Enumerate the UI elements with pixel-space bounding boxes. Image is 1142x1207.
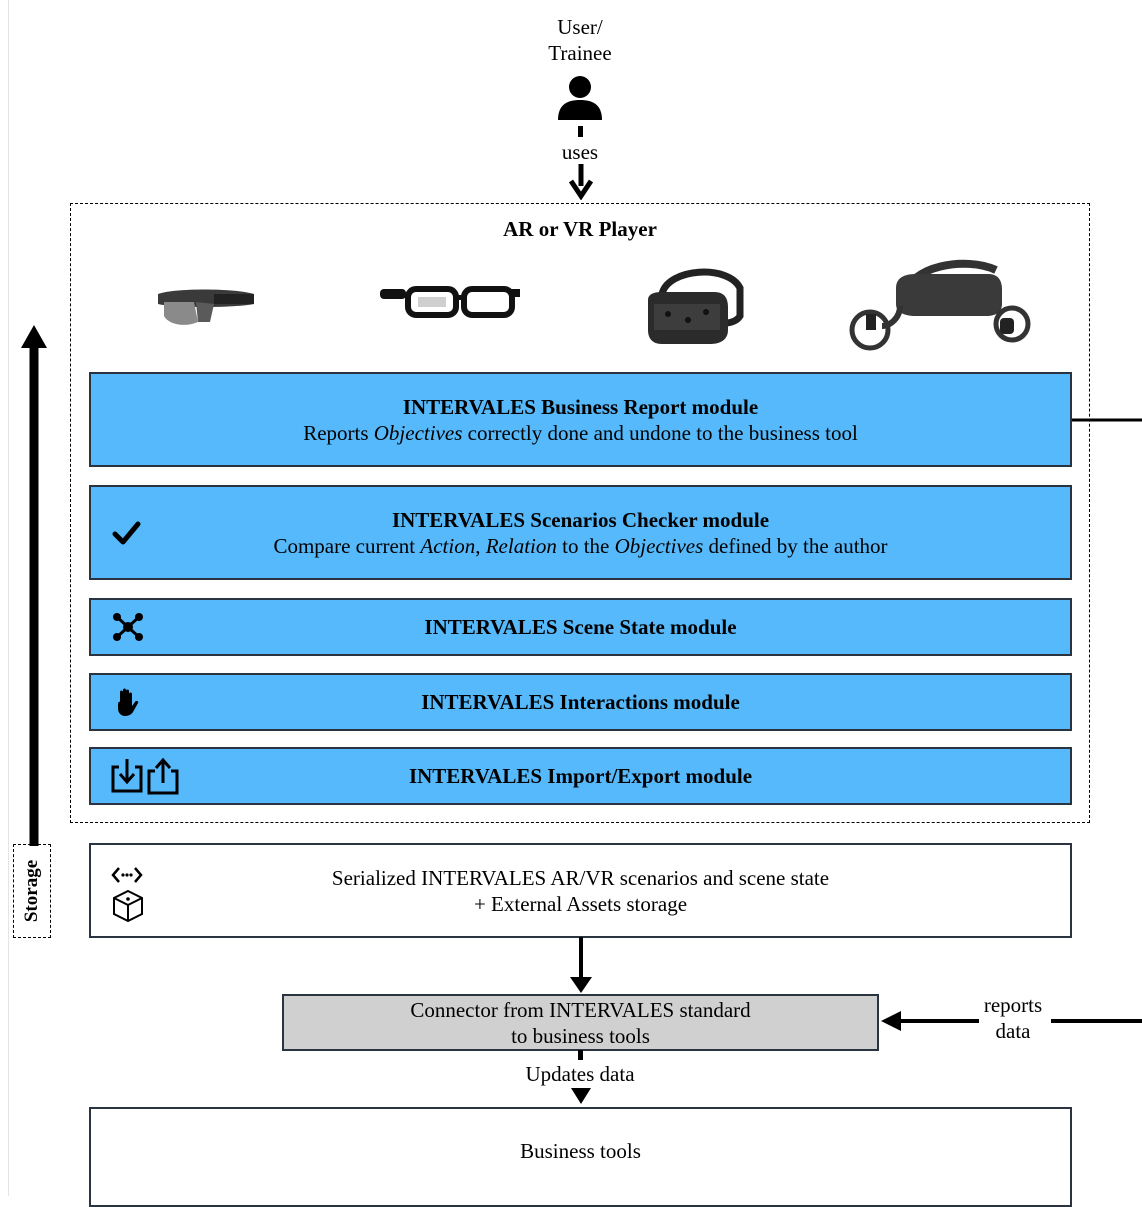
checkmark-icon bbox=[111, 520, 141, 546]
ar-vr-player-frame bbox=[70, 203, 1090, 823]
import-export-module: INTERVALES Import/Export module bbox=[89, 747, 1072, 805]
uses-connector-top bbox=[578, 126, 583, 137]
connector-line1: Connector from INTERVALES standard bbox=[410, 997, 751, 1022]
updates-data-label: Updates data bbox=[525, 1062, 635, 1086]
business-report-right-line bbox=[1072, 418, 1142, 422]
scenarios-checker-title: INTERVALES Scenarios Checker module bbox=[391, 507, 770, 532]
import-export-icons bbox=[109, 757, 181, 795]
storage-to-connector-arrow bbox=[570, 937, 592, 993]
storage-up-arrow bbox=[21, 325, 47, 846]
interactions-module: INTERVALES Interactions module bbox=[89, 673, 1072, 731]
cube-icon bbox=[113, 889, 143, 923]
storage-box: Serialized INTERVALES AR/VR scenarios an… bbox=[89, 843, 1072, 938]
storage-tag-label: Storage bbox=[21, 859, 43, 923]
export-icon bbox=[147, 757, 179, 795]
storage-tag: Storage bbox=[13, 844, 51, 938]
storage-line1: Serialized INTERVALES AR/VR scenarios an… bbox=[331, 865, 830, 890]
business-tools-box: Business tools bbox=[89, 1107, 1072, 1207]
user-label: User/ Trainee bbox=[548, 15, 612, 65]
smart-glasses-icon bbox=[380, 286, 520, 318]
reports-data-label: reports data bbox=[983, 993, 1043, 1043]
scenarios-desc-3: , bbox=[475, 533, 486, 558]
storage-line2: + External Assets storage bbox=[473, 891, 688, 916]
scenarios-checker-module: INTERVALES Scenarios Checker module Comp… bbox=[89, 485, 1072, 580]
scenarios-desc-action: Action bbox=[420, 533, 476, 558]
connector-box: Connector from INTERVALES standard to bu… bbox=[282, 994, 879, 1051]
scenarios-desc-objectives: Objectives bbox=[614, 533, 704, 558]
player-title: AR or VR Player bbox=[503, 217, 657, 241]
updates-data-arrowhead bbox=[571, 1088, 591, 1104]
business-report-desc-objectives: Objectives bbox=[373, 420, 463, 445]
graph-nodes-icon bbox=[111, 612, 145, 642]
htc-vive-headset-icon bbox=[648, 268, 744, 344]
code-icon bbox=[111, 867, 143, 883]
business-report-desc-1: Reports bbox=[303, 420, 374, 445]
business-tools-label: Business tools bbox=[520, 1139, 641, 1163]
scenarios-desc-relation: Relation bbox=[485, 533, 557, 558]
business-report-title: INTERVALES Business Report module bbox=[402, 394, 759, 419]
oculus-rift-headset-icon bbox=[849, 259, 1031, 351]
import-icon bbox=[111, 759, 143, 793]
business-report-desc-2: correctly done and undone to the busines… bbox=[462, 420, 858, 445]
interactions-title: INTERVALES Interactions module bbox=[421, 690, 740, 714]
uses-edge-label: uses bbox=[561, 140, 599, 164]
scenarios-desc-1: Compare current bbox=[273, 533, 421, 558]
updates-data-stub bbox=[578, 1050, 583, 1060]
scenarios-checker-desc: Compare current Action, Relation to the … bbox=[273, 533, 887, 559]
scene-state-title: INTERVALES Scene State module bbox=[424, 615, 737, 639]
reports-data-line-right bbox=[1051, 1019, 1142, 1023]
page-edge-line bbox=[8, 0, 9, 1196]
scenarios-desc-5: to the bbox=[556, 533, 615, 558]
storage-icons bbox=[111, 865, 145, 923]
reports-data-arrow-left bbox=[881, 1011, 979, 1031]
uses-arrow bbox=[568, 164, 594, 200]
connector-line2: to business tools bbox=[511, 1023, 650, 1048]
hand-icon bbox=[111, 686, 143, 718]
scene-state-module: INTERVALES Scene State module bbox=[89, 598, 1072, 656]
business-report-module: INTERVALES Business Report module Report… bbox=[89, 372, 1072, 467]
person-icon bbox=[558, 76, 602, 120]
import-export-title: INTERVALES Import/Export module bbox=[408, 764, 753, 788]
scenarios-desc-7: defined by the author bbox=[703, 533, 888, 558]
business-report-desc: Reports Objectives correctly done and un… bbox=[303, 420, 858, 446]
hololens-headset-icon bbox=[158, 289, 254, 325]
